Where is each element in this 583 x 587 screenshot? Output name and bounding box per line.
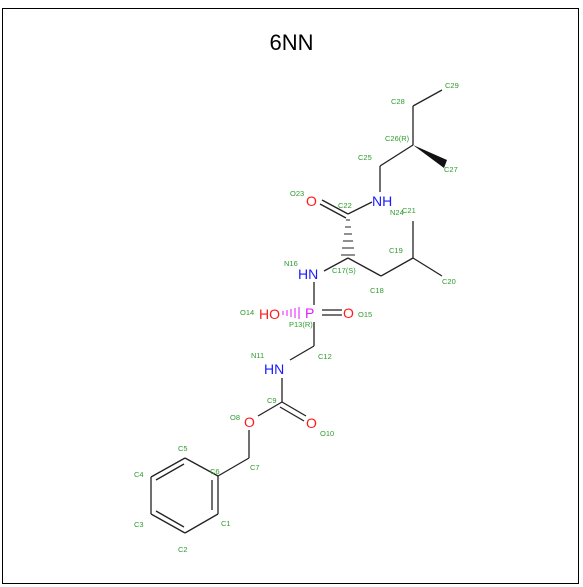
- atom-label-c28: C28: [391, 97, 405, 106]
- atom-label-c6: C6: [210, 467, 220, 476]
- bond-c7-c6: [217, 457, 250, 477]
- atom-label-c4: C4: [134, 470, 144, 479]
- bonds: [150, 89, 447, 534]
- atom-label-c9: C9: [267, 396, 277, 405]
- atom-label-o15: O15: [358, 310, 372, 319]
- bond-n24-c22: [347, 201, 373, 215]
- atom-label-c3: C3: [134, 520, 144, 529]
- atom-label-c1: C1: [221, 519, 231, 528]
- atom-n11-symbol: HN: [264, 361, 284, 377]
- atom-p13-symbol: P: [305, 305, 314, 321]
- atom-label-p13: P13(R): [289, 320, 313, 329]
- image-frame: [2, 8, 579, 584]
- atom-label-c20: C20: [442, 277, 456, 286]
- bond-c3-c2-inner: [155, 510, 185, 528]
- atom-label-c18: C18: [370, 286, 384, 295]
- atom-o10-symbol: O: [306, 415, 317, 431]
- atom-label-c5: C5: [178, 444, 188, 453]
- atom-label-c21: C21: [402, 206, 416, 215]
- atom-label-o10: O10: [320, 429, 334, 438]
- atom-label-c19: C19: [389, 246, 403, 255]
- bond-c26-c25: [379, 144, 414, 167]
- bond-c22-c17-hash: [341, 219, 355, 256]
- atom-label-c12: C12: [318, 352, 332, 361]
- atom-label-c29: C29: [445, 81, 459, 90]
- bond-c22-o23-a: [321, 199, 349, 215]
- atom-label-c22: C22: [338, 201, 352, 210]
- atom-label-c25: C25: [358, 153, 372, 162]
- atom-label-c7: C7: [250, 463, 260, 472]
- bond-c2-c1: [184, 513, 219, 534]
- atom-label-o8: O8: [230, 413, 240, 422]
- atom-o14-symbol: HO: [259, 306, 280, 322]
- atom-label-c27: C27: [444, 165, 458, 174]
- atom-label-n24: N24: [390, 208, 404, 217]
- bond-c29-c28: [412, 89, 443, 107]
- molecule-title: 6NN: [269, 30, 314, 55]
- bond-c3-c2: [150, 513, 186, 534]
- bond-c17-n16: [323, 257, 349, 272]
- atom-label-n16: N16: [284, 259, 298, 268]
- atom-o15-symbol: O: [343, 305, 354, 321]
- heteroatom-labels: O NH HN HO P O HN O O: [244, 193, 392, 431]
- bond-c6-c5: [184, 457, 219, 477]
- bond-c5-c4-inner: [155, 463, 185, 481]
- atom-label-n11: N11: [251, 351, 264, 360]
- bond-c18-c19: [380, 257, 414, 277]
- bond-c9-o8: [257, 401, 283, 417]
- atom-label-o23: O23: [290, 189, 304, 198]
- bond-c17-c18: [347, 257, 382, 277]
- atom-label-c17: C17(S): [332, 266, 356, 275]
- atom-n24-symbol: NH: [372, 193, 392, 209]
- bond-c9-o10-a: [281, 401, 307, 417]
- atom-index-labels: C29 C28 C26(R) C27 C25 N24 C22 O23 C21 C…: [134, 81, 459, 554]
- bond-c5-c4: [150, 457, 186, 478]
- bond-c9-o10-b: [279, 406, 305, 422]
- atom-o23-symbol: O: [306, 193, 317, 209]
- atom-o8-symbol: O: [244, 414, 255, 430]
- bond-c22-o23-b: [319, 203, 347, 219]
- atom-label-o14: O14: [240, 308, 254, 317]
- atom-n16-symbol: HN: [298, 266, 318, 282]
- bond-c26-c27-wedge: [413, 145, 447, 168]
- atom-label-c26: C26(R): [385, 134, 410, 143]
- bond-p13-o14-hash: [282, 307, 300, 319]
- bond-c12-n11: [289, 345, 315, 361]
- bond-c19-c20: [412, 257, 443, 277]
- atom-label-c2: C2: [178, 545, 188, 554]
